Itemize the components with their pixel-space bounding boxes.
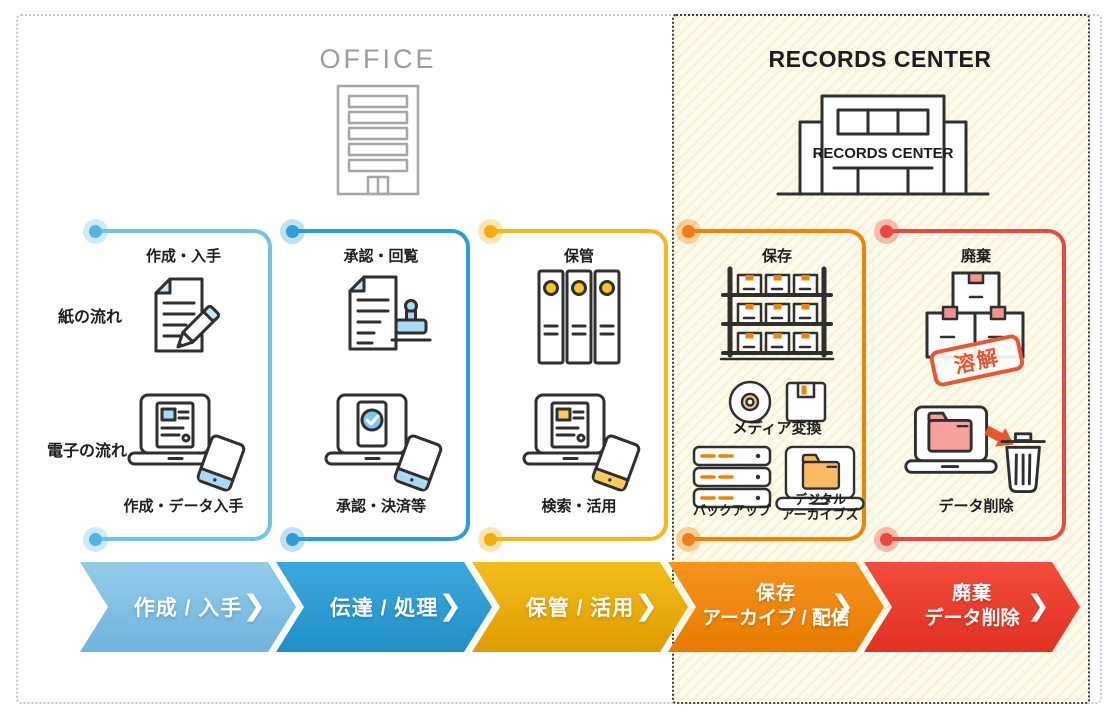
bracket-dot-icon: [682, 532, 695, 546]
laptop-folder-icon: [772, 445, 868, 515]
records-center-title: RECORDS CENTER: [768, 46, 992, 72]
binders-icon: [537, 269, 621, 365]
process-arrow-preserve: 保存 アーカイブ / 配信 ❯: [668, 562, 884, 652]
records-center-sign-text: RECORDS CENTER: [813, 145, 954, 162]
bracket-dot-icon: [682, 224, 695, 238]
bracket-dot-icon: [484, 532, 497, 546]
arrow-label-line2: データ削除: [924, 608, 1020, 629]
chevron-right-icon: ❯: [242, 589, 266, 621]
preserve-bottom-row: [688, 445, 866, 515]
server-stack-icon: [692, 445, 772, 515]
backup-caption: バックアップ: [692, 503, 771, 518]
digital-caption: 作成・データ入手: [123, 498, 244, 515]
bracket-dot-icon: [286, 224, 299, 238]
digital-flow-label: 電子の流れ: [46, 443, 127, 460]
arrow-label: 保管 / 活用: [525, 597, 635, 620]
bracket-dot-icon: [286, 532, 299, 546]
stage-column-store: 保管: [484, 224, 668, 546]
arrow-label-line1: 廃棄: [951, 583, 992, 605]
office-title: OFFICE: [319, 44, 437, 74]
stage-bracket: [688, 229, 866, 541]
stage-bracket: [490, 229, 668, 541]
shelf-boxes-icon: [719, 266, 835, 361]
boxes-dissolve-icon: 溶解: [913, 269, 1039, 387]
chevron-right-icon: ❯: [634, 589, 658, 621]
chevron-right-icon: ❯: [438, 589, 462, 621]
process-arrow-create: 作成 / 入手 ❯: [80, 562, 296, 652]
floppy-disk-icon: [785, 381, 827, 423]
stage-bracket: [95, 229, 272, 541]
document-pen-icon: [136, 269, 232, 365]
paper-caption: 保管: [563, 248, 594, 265]
stage-column-preserve: 保存: [682, 224, 866, 546]
laptop-tablet-icon: [520, 391, 641, 492]
chevron-right-icon: ❯: [1026, 589, 1050, 621]
laptop-tablet-icon: [125, 391, 245, 492]
arrow-label: 作成 / 入手: [133, 597, 243, 620]
bracket-dot-icon: [89, 532, 102, 546]
paper-caption: 保存: [761, 248, 792, 265]
bracket-dot-icon: [880, 532, 893, 546]
stage-bracket: [886, 229, 1066, 541]
process-arrow-transmit: 伝達 / 処理 ❯: [276, 562, 492, 652]
chevron-right-icon: ❯: [830, 589, 854, 621]
stage-column-dispose: 廃棄 溶解: [880, 224, 1066, 546]
digital-caption: 承認・決済等: [335, 498, 426, 515]
media-icons-row: [688, 379, 866, 425]
paper-caption: 作成・入手: [145, 248, 221, 265]
dissolve-stamp: 溶解: [929, 334, 1025, 387]
process-arrow-store: 保管 / 活用 ❯: [472, 562, 688, 652]
bracket-dot-icon: [880, 224, 893, 238]
outer-dotted-frame: [16, 14, 1102, 704]
digital-archives-caption: デジタル アーカイブズ: [768, 492, 872, 523]
process-arrow-band: 作成 / 入手 ❯ 伝達 / 処理 ❯ 保管 / 活用 ❯ 保存 アーカイブ /…: [80, 562, 1080, 652]
paper-flow-label: 紙の流れ: [57, 309, 122, 326]
arrow-label-line2: アーカイブ / 配信: [702, 608, 850, 629]
laptop-check-tablet-icon: [322, 391, 443, 492]
digital-caption: データ削除: [938, 498, 1014, 515]
digital-archives-line1: デジタル: [794, 492, 846, 507]
paper-caption: 廃棄: [960, 248, 991, 265]
document-stamp-icon: [328, 269, 434, 365]
bracket-dot-icon: [89, 224, 102, 238]
stage-column-approve: 承認・回覧: [286, 224, 470, 546]
media-caption: メディア変換: [732, 420, 822, 437]
digital-caption: 検索・活用: [541, 498, 617, 515]
bracket-dot-icon: [484, 224, 497, 238]
arrow-label: 伝達 / 処理: [329, 597, 439, 620]
paper-caption: 承認・回覧: [343, 248, 419, 265]
laptop-delete-trash-icon: [903, 405, 1049, 505]
office-building-icon: [336, 84, 420, 196]
digital-archives-line2: アーカイブズ: [781, 507, 859, 523]
cd-icon: [727, 379, 773, 425]
stage-bracket: [292, 229, 470, 541]
process-arrow-dispose: 廃棄 データ削除 ❯: [864, 562, 1080, 652]
stage-column-create: 作成・入手: [89, 224, 272, 546]
arrow-label-line1: 保存: [755, 583, 796, 605]
records-center-building-icon: RECORDS CENTER: [776, 92, 990, 200]
